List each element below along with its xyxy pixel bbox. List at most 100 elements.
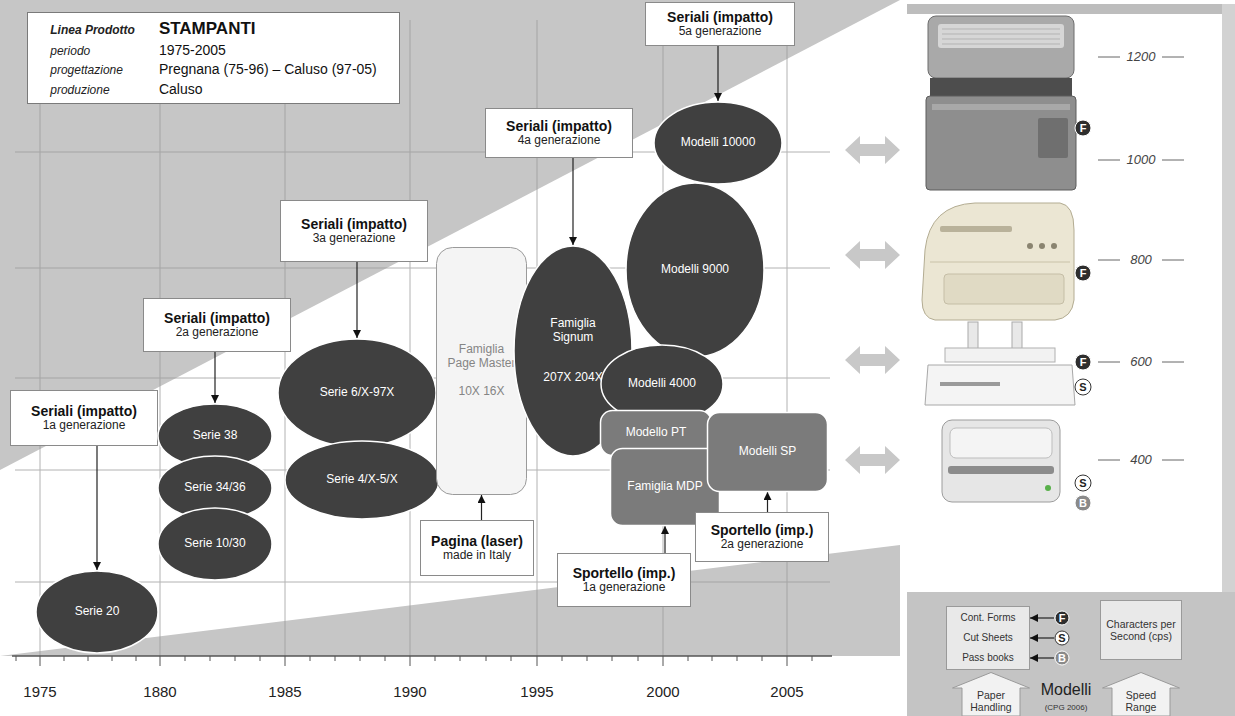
year-label: 2000 [646, 684, 679, 701]
callout-box-outline [11, 391, 158, 446]
callout-arrow [717, 46, 718, 101]
series-ellipse-outline [36, 571, 158, 653]
paper-badge: F [1074, 119, 1092, 137]
axis-arrow-content: Paper Handling [965, 690, 1017, 713]
series-ellipse-text: Famiglia Signum [533, 317, 613, 345]
series-ellipse-text: Serie 6/X-97X [303, 386, 412, 400]
callout-box-text: Seriali (impatto) [650, 9, 790, 25]
printer-flatbed [940, 382, 1000, 386]
printer-beige [922, 203, 1074, 320]
paper-badge-text: F [1054, 613, 1070, 624]
paper-badge-outline [1055, 651, 1069, 665]
title-box-outline [28, 13, 400, 104]
paper-badge-outline [1075, 495, 1091, 511]
series-ellipse: Serie 20 [35, 570, 159, 654]
callout-box-text: made in Italy [425, 549, 529, 563]
grid-lines [410, 20, 411, 656]
series-ellipse-outline [285, 441, 439, 519]
panel-top-bar [907, 4, 1235, 14]
callout-box: Pagina (laser)made in Italy [420, 520, 534, 576]
paper-badge-text: S [1054, 633, 1070, 644]
series-ellipse-content: Serie 4/X-5/X [309, 473, 415, 487]
series-ellipse-content: Serie 6/X-97X [303, 386, 412, 400]
printer-passbook [942, 420, 1060, 502]
paper-badge-content: F [1074, 357, 1092, 368]
model-box-text: Famiglia MDP [618, 480, 712, 494]
series-ellipse: Serie 6/X-97X [277, 338, 437, 448]
callout-box: Seriali (impatto)3a generazione [280, 200, 428, 262]
series-ellipse-outline [626, 183, 764, 357]
title-box-text: Caluso [159, 81, 377, 97]
title-box: Linea ProdottoSTAMPANTIperiodo1975-2005p… [27, 12, 400, 104]
callout-box-outline [696, 513, 829, 562]
printer-beige [944, 274, 1064, 304]
speed-dash [1162, 460, 1184, 461]
series-ellipse-text: Serie 34/36 [177, 481, 254, 495]
callout-box-text: Seriali (impatto) [490, 118, 628, 134]
callout-box-outline [281, 201, 428, 262]
callout-box-text: Seriali (impatto) [285, 216, 423, 232]
model-box-content: Modello PT [608, 426, 704, 440]
axis-arrow-text: Speed Range [1115, 690, 1167, 713]
callout-arrow [1030, 637, 1054, 638]
year-label: 1985 [268, 684, 301, 701]
axis-arrow-outline [1103, 673, 1180, 716]
printer-wide [926, 16, 1076, 190]
legend-panel [907, 592, 1235, 716]
callout-box-text: Pagina (laser) [425, 533, 529, 549]
model-box-content: Modelli SP [715, 445, 820, 459]
printer-passbook [950, 428, 1052, 458]
family-box-shape [436, 247, 527, 495]
printer-flatbed [925, 365, 1075, 405]
callout-box: Seriali (impatto)1a generazione [10, 390, 158, 446]
axis-arrow-text: Paper Handling [965, 690, 1017, 713]
legend-box-text: Cut Sheets [948, 628, 1028, 648]
paper-badge: S [1054, 630, 1070, 646]
printer-wide [1038, 118, 1068, 158]
legend-box-outline [947, 607, 1030, 670]
paper-badge: S [1074, 378, 1092, 396]
series-ellipse-outline [158, 508, 272, 580]
callout-box-text: Seriali (impatto) [15, 403, 153, 419]
printer-passbook [1045, 485, 1051, 491]
speed-value: 400 [1130, 453, 1152, 467]
legend-heading: Modelli [1041, 681, 1092, 699]
callout-arrow [767, 492, 768, 512]
paper-badge: F [1074, 264, 1092, 282]
paper-badge-content: B [1054, 653, 1070, 664]
callout-arrow [96, 446, 97, 570]
paper-badge-outline [1055, 631, 1069, 645]
speed-value: 1000 [1127, 153, 1156, 167]
paper-badge-content: S [1054, 633, 1070, 644]
double-arrow [845, 346, 900, 374]
callout-box-content: Seriali (impatto)3a generazione [285, 216, 423, 246]
model-panel [907, 0, 1235, 716]
series-ellipse-text: Modelli 9000 [648, 263, 742, 277]
printer-wide [932, 104, 1070, 110]
double-arrow [845, 446, 900, 474]
double-arrow [845, 241, 900, 269]
callout-arrow [664, 526, 665, 553]
callout-box-text: Sportello (imp.) [700, 522, 824, 538]
paper-badge-outline [1075, 354, 1091, 370]
series-ellipse: Serie 10/30 [157, 507, 273, 581]
callout-box-content: Sportello (imp.)2a generazione [700, 522, 824, 552]
paper-badge-text: F [1074, 357, 1092, 368]
speed-dash [1162, 260, 1184, 261]
speed-box: Characters per Second (cps) [1100, 600, 1182, 660]
printer-beige [1051, 243, 1057, 249]
series-ellipse: Modelli 9000 [625, 182, 765, 358]
paper-badge-content: F [1074, 268, 1092, 279]
series-ellipse-content: Serie 10/30 [177, 537, 254, 551]
paper-badge-outline [1075, 265, 1091, 281]
family-box-text: 10X 16X [444, 385, 519, 399]
axis-arrow-content: Speed Range [1115, 690, 1167, 713]
series-ellipse-text: Modelli 4000 [621, 377, 704, 391]
paper-badge-text: F [1074, 268, 1092, 279]
paper-badge-text: B [1074, 498, 1092, 509]
callout-box-content: Seriali (impatto)5a generazione [650, 9, 790, 39]
series-ellipse-content: Famiglia Signum207X 204X [533, 317, 613, 384]
series-ellipse-content: Serie 38 [177, 429, 254, 443]
callout-box-text: 5a generazione [650, 25, 790, 39]
paper-badge: S [1074, 474, 1092, 492]
